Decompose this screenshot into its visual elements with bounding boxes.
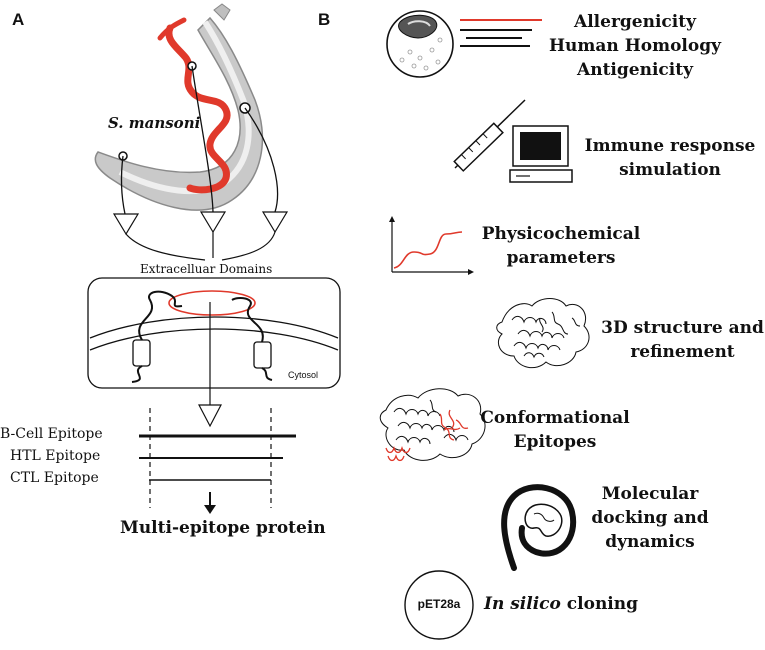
plasmid-label: pET28a xyxy=(417,597,461,611)
step-conformational: Conformational Epitopes xyxy=(480,406,630,454)
step-3d-structure: 3D structure and refinement xyxy=(600,316,765,364)
step-line: Antigenicity xyxy=(577,60,693,80)
step-line: Molecular xyxy=(601,484,699,504)
organism-label: S. mansoni xyxy=(108,114,201,132)
step-line: 3D structure and xyxy=(601,318,764,338)
step-line: Immune response xyxy=(584,136,756,156)
step-line: Conformational xyxy=(480,408,630,428)
cell-icon xyxy=(386,10,542,78)
sigmoid-graph-icon xyxy=(389,216,474,275)
panel-b-label: B xyxy=(318,10,331,29)
step-line: Allergenicity xyxy=(574,12,696,32)
step-immune-simulation: Immune response simulation xyxy=(580,134,760,182)
epitope-label-ctl: CTL Epitope xyxy=(10,470,99,486)
multi-epitope-label: Multi-epitope protein xyxy=(120,518,326,538)
step-line: dynamics xyxy=(605,532,695,552)
step-cloning: In silico cloning xyxy=(484,592,638,616)
step-line: Physicochemical xyxy=(481,224,641,244)
step-line: Epitopes xyxy=(513,432,597,452)
panel-a-label: A xyxy=(12,10,25,29)
epitope-label-bcell: B-Cell Epitope xyxy=(0,426,103,442)
cloning-rest: cloning xyxy=(560,594,639,614)
extracellular-label: Extracelluar Domains xyxy=(140,262,273,276)
step-line: simulation xyxy=(619,160,721,180)
docking-icon xyxy=(501,484,577,571)
step-line: Human Homology xyxy=(549,36,721,56)
step-allergenicity: Allergenicity Human Homology Antigenicit… xyxy=(530,10,740,82)
epitope-label-htl: HTL Epitope xyxy=(10,448,101,464)
syringe-computer-icon xyxy=(453,99,573,183)
plasmid-icon xyxy=(404,570,474,640)
cloning-italic: In silico xyxy=(484,594,561,614)
step-docking: Molecular docking and dynamics xyxy=(580,482,720,554)
protein-epitope-icon xyxy=(379,388,486,462)
step-line: refinement xyxy=(630,342,735,362)
protein-structure-icon xyxy=(496,298,590,369)
step-line: docking and xyxy=(591,508,709,528)
step-physicochemical: Physicochemical parameters xyxy=(476,222,646,270)
step-line: parameters xyxy=(506,248,616,268)
cytosol-label: Cytosol xyxy=(288,370,319,380)
